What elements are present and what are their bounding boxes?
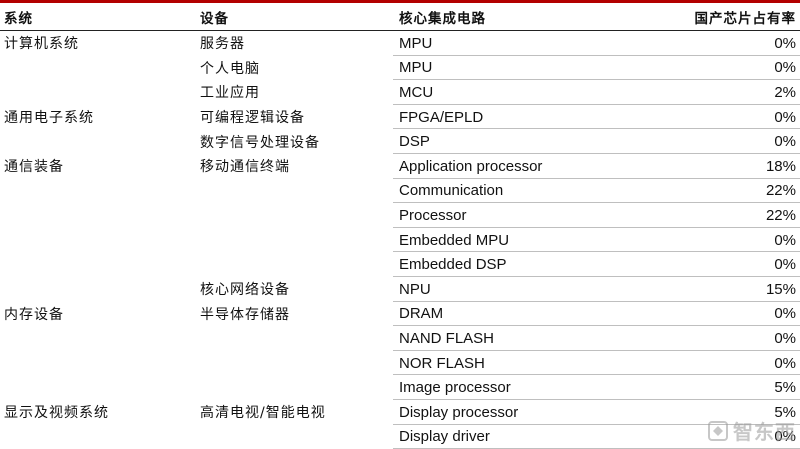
table-row: 内存设备 半导体存储器 DRAM 0% xyxy=(0,302,800,327)
cell-system: 内存设备 xyxy=(4,306,64,323)
table-body: 计算机系统 服务器 MPU 0% 个人电脑 MPU 0% 工业应用 MCU 2% 通用电子系统 可编程… xyxy=(0,31,800,449)
cell-device: 数字信号处理设备 xyxy=(200,134,320,151)
cell-share: 0% xyxy=(774,133,796,151)
row-divider xyxy=(393,423,800,425)
watermark: 智东西 xyxy=(707,416,796,445)
cell-device: 移动通信终端 xyxy=(200,159,290,176)
cell-circuit: MPU xyxy=(399,59,433,77)
cell-share: 0% xyxy=(774,34,796,52)
table-row: 工业应用 MCU 2% xyxy=(0,80,800,105)
table-row: 计算机系统 服务器 MPU 0% xyxy=(0,31,800,56)
cell-circuit: Embedded DSP xyxy=(399,256,507,274)
cell-circuit: NAND FLASH xyxy=(399,329,495,347)
cell-circuit: FPGA/EPLD xyxy=(399,108,484,126)
table-row: 显示及视频系统 高清电视/智能电视 Display processor 5% xyxy=(0,400,800,425)
cell-device: 高清电视/智能电视 xyxy=(200,405,326,422)
cell-circuit: NOR FLASH xyxy=(399,354,485,372)
cell-share: 0% xyxy=(774,329,796,347)
row-divider xyxy=(393,152,800,154)
row-divider xyxy=(393,300,800,302)
cell-circuit: DRAM xyxy=(399,305,444,323)
header-share: 国产芯片占有率 xyxy=(694,11,796,27)
cell-circuit: NPU xyxy=(399,280,431,298)
top-accent-bar xyxy=(0,0,800,3)
table-row: Embedded MPU 0% xyxy=(0,228,800,253)
cell-circuit: Image processor xyxy=(399,379,511,397)
table-header-row: 系统 设备 核心集成电路 国产芯片占有率 xyxy=(0,4,800,31)
cell-share: 18% xyxy=(765,157,796,175)
table-row: 通信装备 移动通信终端 Application processor 18% xyxy=(0,154,800,179)
table-row: NAND FLASH 0% xyxy=(0,326,800,351)
cell-share: 0% xyxy=(774,354,796,372)
cell-circuit: DSP xyxy=(399,133,430,151)
cell-share: 0% xyxy=(774,108,796,126)
cell-share: 0% xyxy=(774,256,796,274)
row-divider xyxy=(393,54,800,56)
cell-device: 核心网络设备 xyxy=(200,282,290,299)
cell-circuit: MCU xyxy=(399,83,434,101)
row-divider xyxy=(393,251,800,253)
cell-system: 显示及视频系统 xyxy=(4,405,109,422)
cell-share: 0% xyxy=(774,428,796,446)
cell-share: 0% xyxy=(774,59,796,77)
brand-logo-icon xyxy=(708,420,728,441)
row-divider xyxy=(393,398,800,400)
cell-circuit: Display driver xyxy=(399,428,490,446)
cell-device: 服务器 xyxy=(200,36,245,53)
cell-device: 半导体存储器 xyxy=(200,306,290,323)
table-row: NOR FLASH 0% xyxy=(0,351,800,376)
row-divider xyxy=(393,79,800,81)
cell-share: 15% xyxy=(765,280,796,298)
header-device: 设备 xyxy=(200,11,229,27)
row-divider xyxy=(393,349,800,351)
watermark-text: 智东西 xyxy=(733,420,796,444)
cell-share: 0% xyxy=(774,305,796,323)
row-divider xyxy=(393,202,800,204)
cell-device: 工业应用 xyxy=(200,85,260,102)
table-row: 个人电脑 MPU 0% xyxy=(0,56,800,81)
row-divider xyxy=(393,226,800,228)
cell-share: 0% xyxy=(774,231,796,249)
table-row: Display driver 0% xyxy=(0,425,800,449)
table-row: Communication 22% xyxy=(0,179,800,204)
table-row: Image processor 5% xyxy=(0,375,800,400)
header-circuit: 核心集成电路 xyxy=(399,11,486,27)
cell-system: 计算机系统 xyxy=(4,36,79,53)
row-divider xyxy=(393,275,800,277)
row-divider xyxy=(393,325,800,327)
row-divider xyxy=(393,177,800,179)
cell-share: 2% xyxy=(774,83,796,101)
cell-device: 个人电脑 xyxy=(200,60,260,77)
cell-circuit: MPU xyxy=(399,34,433,52)
cell-circuit: Processor xyxy=(399,206,467,224)
cell-circuit: Application processor xyxy=(399,157,543,175)
cell-circuit: Display processor xyxy=(399,403,519,421)
cell-share: 22% xyxy=(765,206,796,224)
table-row: Embedded DSP 0% xyxy=(0,252,800,277)
row-divider xyxy=(393,128,800,130)
cell-system: 通用电子系统 xyxy=(4,110,94,127)
row-divider xyxy=(393,103,800,105)
table-row: 核心网络设备 NPU 15% xyxy=(0,277,800,302)
table-row: 通用电子系统 可编程逻辑设备 FPGA/EPLD 0% xyxy=(0,105,800,130)
cell-share: 22% xyxy=(765,182,796,200)
cell-share: 5% xyxy=(774,403,796,421)
row-divider xyxy=(393,374,800,376)
chip-share-table: 系统 设备 核心集成电路 国产芯片占有率 计算机系统 服务器 MPU 0% 个人电脑 MP… xyxy=(0,4,800,449)
cell-circuit: Communication xyxy=(399,182,504,200)
cell-circuit: Embedded MPU xyxy=(399,231,510,249)
cell-share: 5% xyxy=(774,379,796,397)
header-system: 系统 xyxy=(4,11,33,27)
cell-system: 通信装备 xyxy=(4,159,64,176)
table-row: Processor 22% xyxy=(0,203,800,228)
cell-device: 可编程逻辑设备 xyxy=(200,110,305,127)
table-row: 数字信号处理设备 DSP 0% xyxy=(0,129,800,154)
